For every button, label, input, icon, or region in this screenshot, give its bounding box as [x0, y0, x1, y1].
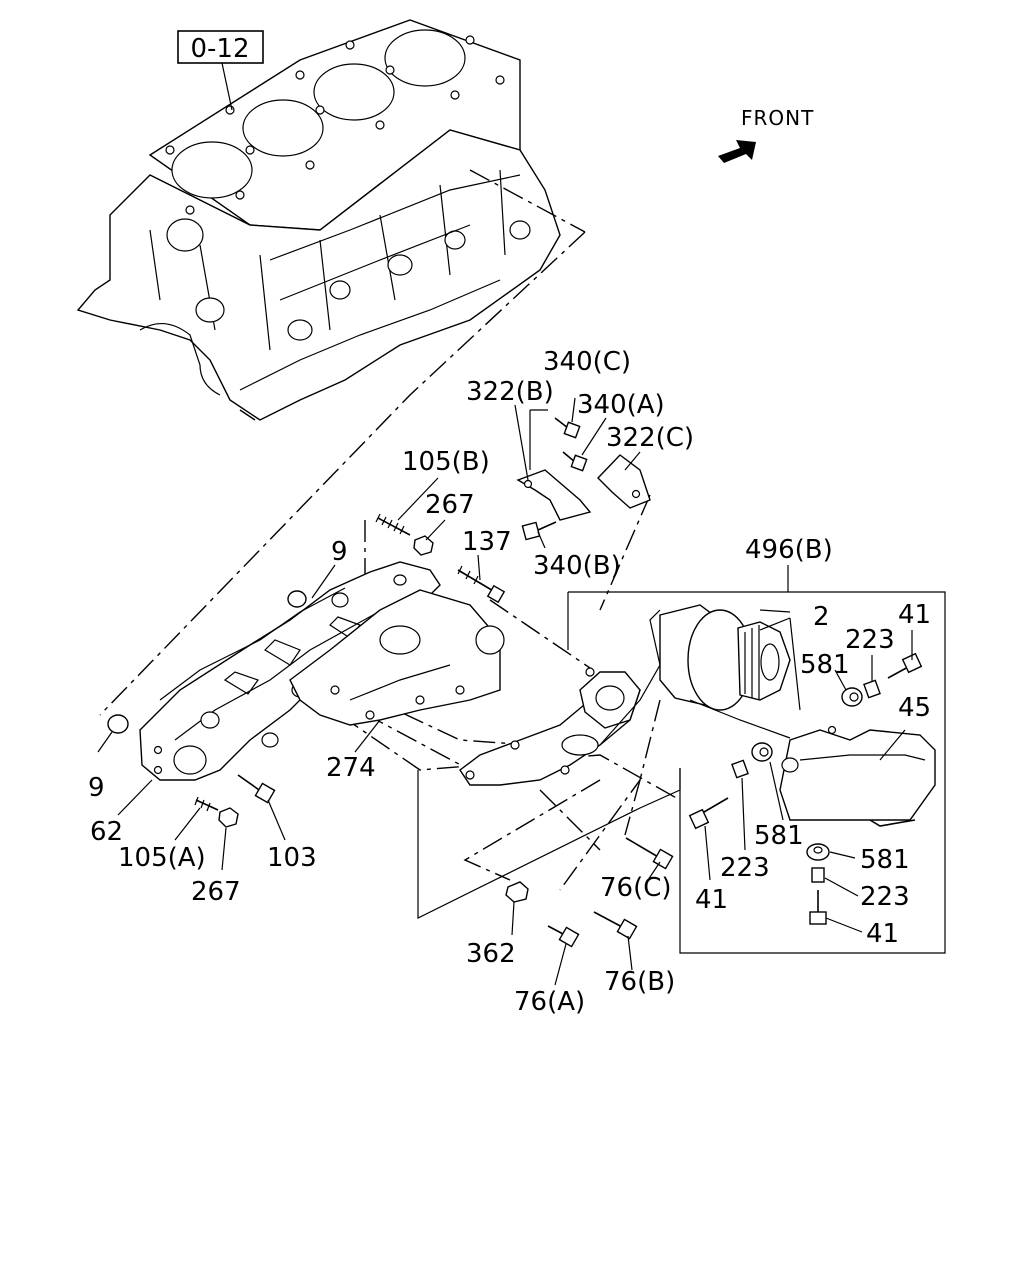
callout-41-top: 41: [898, 600, 931, 630]
nut-362: [505, 881, 529, 903]
callout-103: 103: [267, 843, 317, 873]
callout-362: 362: [466, 939, 516, 969]
bolt-41-top: [887, 652, 923, 679]
nut-267-bottom: [218, 807, 239, 828]
spacer-223-top: [863, 679, 881, 699]
filter-adapter: [459, 609, 661, 786]
front-arrow-icon: [718, 140, 756, 163]
bracket-322b: [516, 469, 592, 521]
cylinder-block: [76, 19, 586, 421]
callout-76b: 76(B): [604, 967, 675, 997]
callout-41-mid: 41: [695, 885, 728, 915]
callout-76a: 76(A): [514, 987, 585, 1017]
callout-105b: 105(B): [402, 447, 490, 477]
bracket-322c: [597, 454, 651, 509]
callout-223-mid: 223: [720, 853, 770, 883]
bolt-76c: [625, 837, 674, 870]
callout-267-bottom: 267: [191, 877, 241, 907]
nut-267-top: [413, 535, 434, 556]
callout-340b: 340(B): [533, 551, 621, 581]
stud-105b: [375, 513, 411, 536]
stud-137: [457, 565, 506, 604]
callout-322c: 322(C): [606, 423, 694, 453]
callout-137: 137: [462, 527, 512, 557]
bolt-103: [237, 774, 276, 804]
callout-45: 45: [898, 693, 931, 723]
callout-9-top: 9: [331, 537, 348, 567]
o-ring-9-top: [287, 590, 307, 608]
leader-lines: [97, 397, 913, 986]
reference-box-label: 0-12: [190, 34, 249, 64]
bolt-76a: [547, 925, 580, 948]
front-indicator: FRONT: [718, 106, 814, 163]
front-label: FRONT: [741, 106, 814, 130]
callout-76c: 76(C): [600, 873, 672, 903]
gasket-274: [289, 589, 505, 726]
reference-box[interactable]: 0-12: [177, 30, 264, 111]
oil-pan: [779, 725, 936, 827]
filter-group-frame: [567, 565, 946, 954]
callout-223-bottom: 223: [860, 882, 910, 912]
callout-496b: 496(B): [745, 535, 833, 565]
spacer-223-bottom: [811, 867, 825, 883]
oil-filter: [659, 604, 791, 711]
grommet-581-bottom: [806, 843, 830, 861]
bolt-340a: [562, 451, 588, 472]
callout-581-top: 581: [800, 650, 850, 680]
callout-labels: 340(C) 322(B) 340(A) 322(C) 105(B) 267 1…: [88, 347, 931, 1017]
bolt-340b: [521, 521, 557, 541]
stud-105a: [194, 796, 219, 812]
o-ring-9-left: [107, 714, 129, 734]
callout-340c: 340(C): [543, 347, 631, 377]
callout-62: 62: [90, 817, 123, 847]
callout-322b: 322(B): [466, 377, 554, 407]
callout-2: 2: [813, 602, 830, 632]
callout-274: 274: [326, 753, 376, 783]
bolt-41-mid: [688, 797, 729, 830]
grommet-581-top: [841, 687, 863, 707]
spacer-223-mid: [731, 759, 749, 779]
callout-267-top: 267: [425, 490, 475, 520]
bolt-41-bottom: [809, 890, 827, 925]
bolt-340c: [554, 417, 581, 439]
callout-340a: 340(A): [577, 390, 665, 420]
callout-581-bottom: 581: [860, 845, 910, 875]
callout-41-bottom: 41: [866, 919, 899, 949]
callout-223-top: 223: [845, 625, 895, 655]
callout-105a: 105(A): [118, 843, 206, 873]
callout-581-mid: 581: [754, 821, 804, 851]
bolt-76b: [593, 911, 638, 940]
callout-9-left: 9: [88, 773, 105, 803]
grommet-581-mid: [751, 742, 773, 762]
